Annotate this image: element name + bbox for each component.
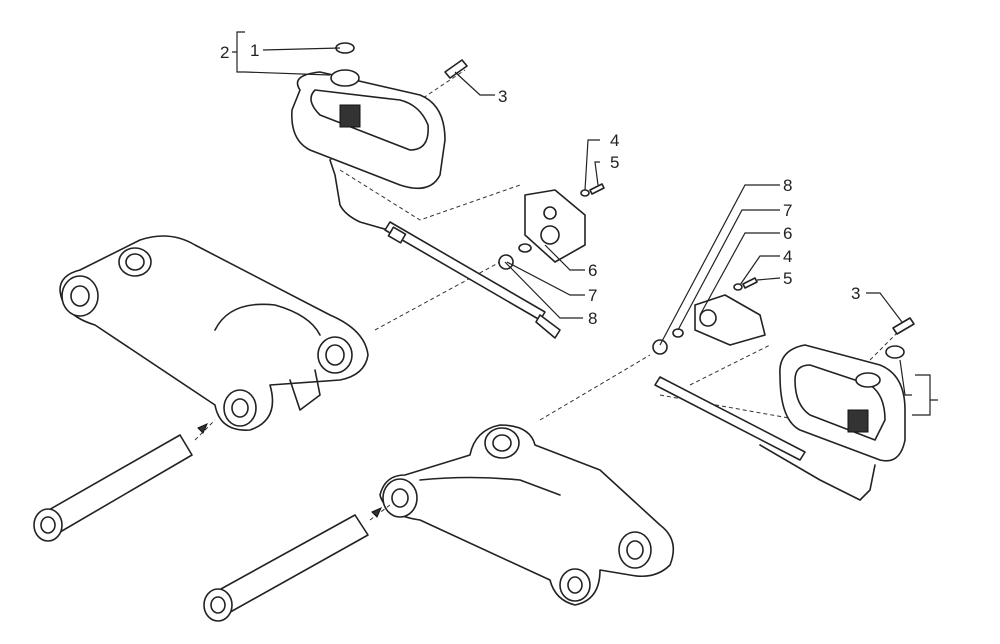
callout-8: 8 — [783, 176, 792, 195]
callout-7: 7 — [588, 286, 597, 305]
right-sensor-body — [652, 277, 766, 355]
callout-5: 5 — [610, 153, 619, 172]
callout-5: 5 — [783, 269, 792, 288]
left-washer-7 — [498, 254, 514, 270]
left-bolt-3 — [444, 59, 468, 79]
right-washer-8 — [652, 339, 668, 355]
left-sensor-rod — [384, 221, 561, 339]
left-suspension-arm — [59, 235, 369, 431]
callout-2: 2 — [220, 43, 229, 62]
callout-8: 8 — [588, 309, 597, 328]
right-callouts: 8 7 6 4 5 3 — [659, 176, 938, 416]
right-nut-1 — [885, 345, 905, 359]
left-washer-1 — [330, 69, 360, 87]
assembly-guide-lines — [329, 69, 901, 421]
callout-7: 7 — [783, 201, 792, 220]
right-sensor-housing — [759, 344, 906, 501]
callout-4: 4 — [783, 247, 792, 266]
right-sensor-rod — [654, 376, 806, 461]
right-washer-6 — [672, 328, 684, 338]
right-suspension-arm — [379, 424, 675, 606]
callout-4: 4 — [610, 131, 619, 150]
callout-3: 3 — [851, 284, 860, 303]
right-pin — [203, 504, 391, 622]
callout-6: 6 — [588, 261, 597, 280]
left-sensor-housing — [291, 69, 446, 233]
callout-1: 1 — [250, 41, 259, 60]
left-callouts: 2 1 3 4 5 6 7 8 — [220, 31, 619, 328]
callout-3: 3 — [498, 87, 507, 106]
right-bolt-3 — [892, 317, 915, 335]
left-sensor-body — [498, 183, 605, 270]
callout-6: 6 — [783, 224, 792, 243]
left-pin — [33, 419, 216, 542]
left-washer-6 — [518, 243, 532, 253]
